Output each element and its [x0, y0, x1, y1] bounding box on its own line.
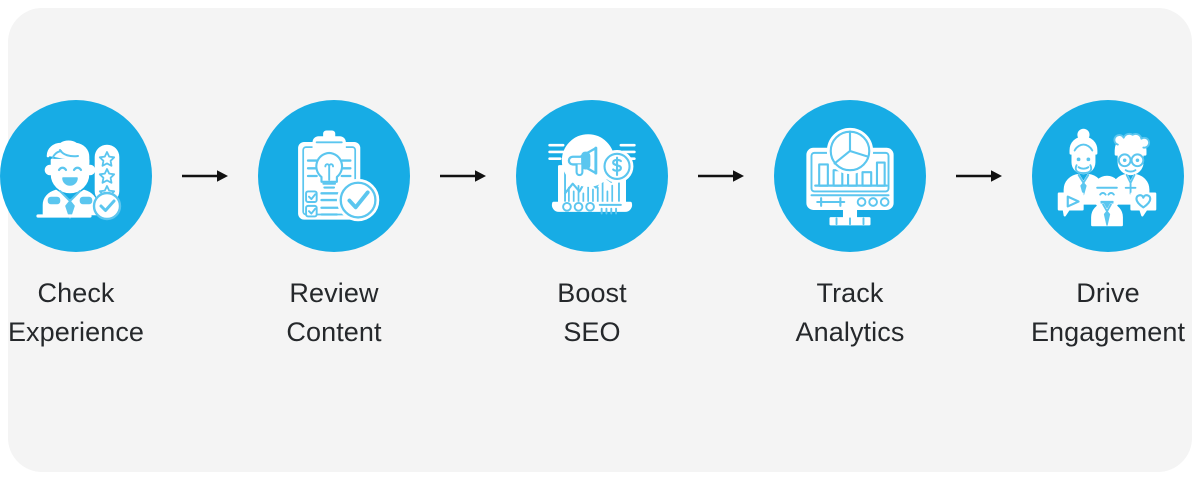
step-label-1: Check Experience	[7, 278, 145, 347]
step-label-2: Review Content	[286, 278, 382, 347]
step-label-3: Boost SEO	[557, 278, 627, 347]
arrow-right-icon	[698, 170, 744, 182]
step-label-5: Drive Engagement	[1030, 278, 1186, 347]
step-icon-circle-2[interactable]	[258, 100, 410, 252]
process-flow: Check Experience	[0, 100, 1185, 352]
flow-step-track-analytics[interactable]: Track Analytics	[752, 100, 948, 352]
step-label-4: Track Analytics	[795, 278, 905, 347]
flow-step-drive-engagement[interactable]: Drive Engagement	[1010, 100, 1200, 352]
flow-step-boost-seo[interactable]: Boost SEO	[494, 100, 690, 352]
arrow-right-icon	[956, 170, 1002, 182]
arrow-right-icon	[182, 170, 228, 182]
step-icon-circle-5[interactable]	[1032, 100, 1184, 252]
flow-connector-3	[690, 100, 752, 252]
flow-step-review-content[interactable]: Review Content	[236, 100, 432, 352]
flow-connector-2	[432, 100, 494, 252]
monitor-pie-bar-chart-icon	[806, 127, 894, 226]
flow-step-check-experience[interactable]: Check Experience	[0, 100, 174, 352]
flow-connector-4	[948, 100, 1010, 252]
people-engagement-bubbles-icon	[1057, 128, 1157, 227]
customer-experience-rating-icon	[36, 140, 122, 221]
step-icon-circle-1[interactable]	[0, 100, 152, 252]
step-icon-circle-4[interactable]	[774, 100, 926, 252]
clipboard-lightbulb-checklist-icon	[298, 130, 380, 222]
step-icon-circle-3[interactable]	[516, 100, 668, 252]
flow-connector-1	[174, 100, 236, 252]
megaphone-dollar-chart-icon	[548, 134, 636, 215]
arrow-right-icon	[440, 170, 486, 182]
